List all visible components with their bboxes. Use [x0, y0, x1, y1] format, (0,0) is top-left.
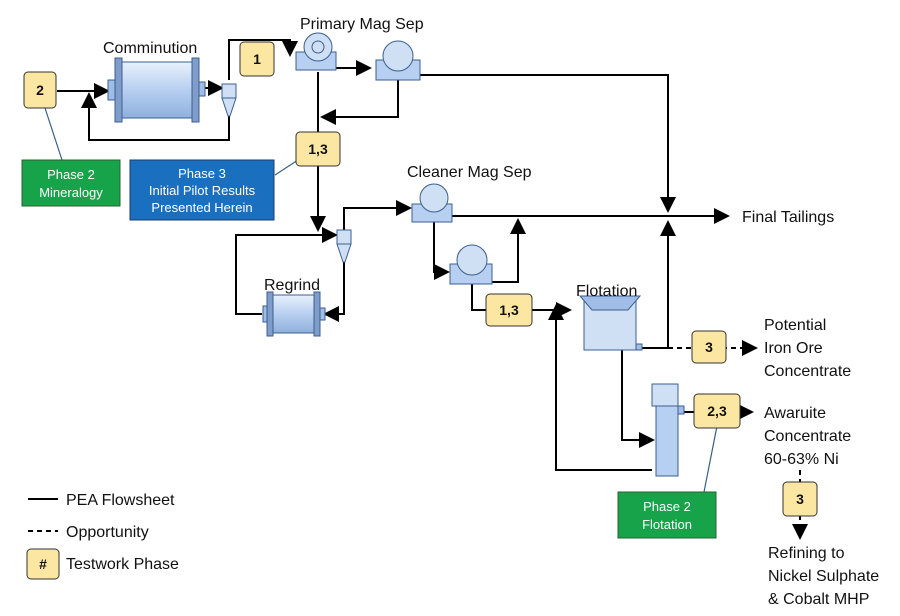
second-cleaner-mag-sep-icon: [449, 244, 493, 285]
callout-line-mineralogy: [44, 107, 63, 161]
svg-text:3: 3: [796, 491, 804, 507]
flow-regrind-return: [235, 227, 338, 315]
svg-text:2: 2: [36, 82, 44, 98]
label-cleaner-mag-sep: Cleaner Mag Sep: [407, 164, 532, 181]
svg-text:Phase 2: Phase 2: [643, 499, 691, 514]
comminution-mill-icon: [107, 57, 206, 123]
svg-text:Concentrate: Concentrate: [764, 428, 851, 445]
svg-text:2,3: 2,3: [707, 403, 727, 419]
tag-feed: 2: [23, 71, 57, 109]
svg-text:1,3: 1,3: [308, 141, 328, 157]
tag-regrind-out: 1,3: [485, 293, 533, 327]
svg-text:Nickel Sulphate: Nickel Sulphate: [768, 568, 879, 585]
flow-column-recycle: [548, 304, 652, 471]
callout-phase2-mineralogy: Phase 2 Mineralogy: [21, 159, 121, 207]
label-potential-iron-ore: Potential Iron Ore Concentrate: [764, 317, 851, 380]
legend-opportunity: Opportunity: [66, 524, 149, 541]
svg-text:Phase 2: Phase 2: [47, 167, 95, 182]
flotation-column-icon: [651, 383, 685, 477]
label-primary-mag-sep: Primary Mag Sep: [300, 16, 424, 33]
tag-iron-ore: 3: [691, 330, 727, 364]
tag-refining: 3: [782, 481, 818, 517]
svg-text:Presented Herein: Presented Herein: [151, 200, 252, 215]
label-regrind: Regrind: [264, 277, 320, 294]
legend-testwork-phase: Testwork Phase: [66, 556, 179, 573]
svg-text:Refining to: Refining to: [768, 545, 845, 562]
label-refining: Refining to Nickel Sulphate & Cobalt MHP: [768, 545, 879, 608]
svg-text:Awaruite: Awaruite: [764, 405, 826, 422]
svg-text:Mineralogy: Mineralogy: [39, 185, 103, 200]
svg-text:1,3: 1,3: [499, 302, 519, 318]
label-flotation: Flotation: [576, 283, 637, 300]
flow-flotation-tails: [640, 220, 676, 349]
label-awaruite-concentrate: Awaruite Concentrate 60-63% Ni: [764, 405, 851, 468]
svg-text:& Cobalt MHP: & Cobalt MHP: [768, 591, 869, 608]
flow-to-flotation: [471, 282, 572, 318]
flow-secondary-tails: [420, 74, 676, 213]
flow-cyclone-to-primary: [228, 39, 298, 80]
svg-text:Iron Ore: Iron Ore: [764, 340, 823, 357]
legend: PEA Flowsheet Opportunity # Testwork Pha…: [26, 492, 179, 580]
svg-text:Potential: Potential: [764, 317, 826, 334]
svg-text:60-63% Ni: 60-63% Ni: [764, 451, 839, 468]
label-final-tailings: Final Tailings: [742, 209, 834, 226]
callout-phase3-pilot: Phase 3 Initial Pilot Results Presented …: [129, 159, 275, 221]
svg-text:Initial Pilot Results: Initial Pilot Results: [149, 183, 256, 198]
flow-second-tails: [490, 218, 526, 283]
flow-cleaner-to-second: [433, 220, 450, 280]
flotation-cell-icon: [578, 295, 643, 351]
primary-mag-sep-icon: [295, 32, 337, 71]
secondary-mag-sep-icon: [375, 40, 421, 81]
flow-flotation-to-column: [621, 312, 655, 448]
svg-text:Concentrate: Concentrate: [764, 363, 851, 380]
flow-cyclone-to-regrind: [323, 262, 345, 322]
regrind-cyclone-icon: [336, 229, 352, 263]
tag-awaruite: 2,3: [693, 393, 741, 429]
flow-cyclone-recycle: [81, 92, 230, 141]
cyclone-icon: [221, 83, 237, 117]
callout-line-pilot: [274, 159, 299, 176]
tag-primary-bleed: 1,3: [295, 131, 341, 167]
tag-after-comminution: 1: [239, 41, 275, 77]
callout-phase2-flotation: Phase 2 Flotation: [617, 491, 717, 539]
legend-tag-swatch: [26, 548, 60, 580]
flow-secondary-conc-return: [320, 80, 399, 125]
svg-text:3: 3: [705, 339, 713, 355]
flow-to-cleaner: [343, 200, 412, 230]
regrind-mill-icon: [262, 291, 326, 337]
label-comminution: Comminution: [103, 40, 197, 57]
legend-tag-symbol: #: [39, 556, 47, 572]
cleaner-mag-sep-icon: [411, 183, 453, 223]
svg-text:Flotation: Flotation: [642, 517, 692, 532]
svg-text:1: 1: [253, 51, 261, 67]
callout-line-flotation: [703, 425, 718, 493]
svg-text:Phase 3: Phase 3: [178, 166, 226, 181]
legend-pea-flowsheet: PEA Flowsheet: [66, 492, 175, 509]
